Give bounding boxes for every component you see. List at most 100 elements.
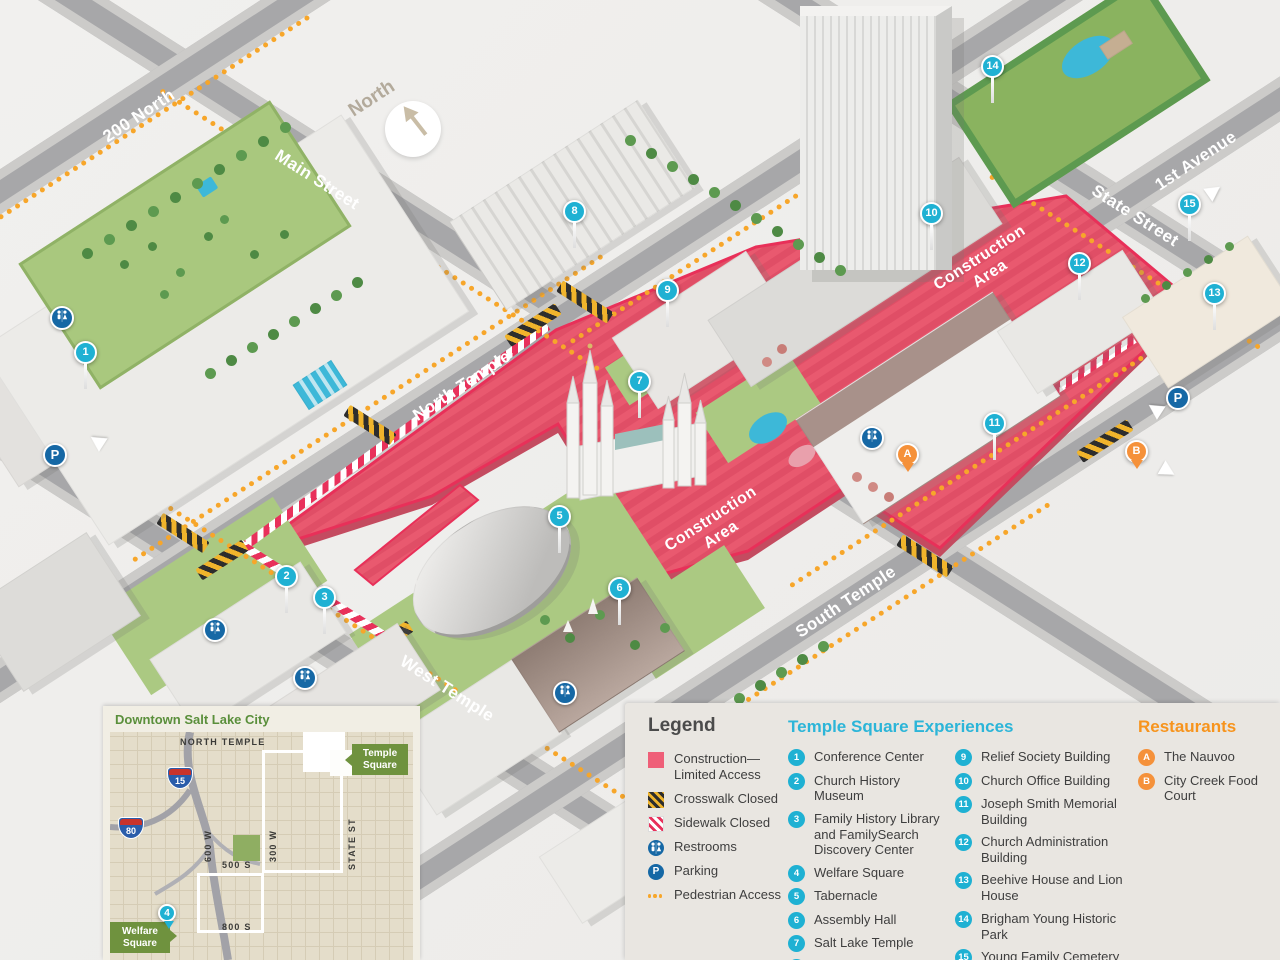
marker-B[interactable]: B (1125, 440, 1148, 469)
badge-2: 2 (788, 772, 805, 790)
restrooms-icon (553, 681, 577, 705)
legend-item-15: 15 Young Family Cemetery (955, 948, 1135, 960)
legend-label: Crosswalk Closed (674, 790, 779, 806)
badge-10: 10 (955, 772, 972, 790)
legend-item-8: 8Church History Library (788, 958, 953, 960)
tree-cluster (540, 615, 550, 625)
legend-item-sidewalk: Sidewalk Closed (648, 815, 783, 832)
marker-5[interactable]: 5 (548, 505, 571, 553)
legend-item-label: Young Family Cemetery (981, 948, 1120, 960)
inset-label-state-st: STATE ST (347, 818, 357, 870)
marker-6[interactable]: 6 (608, 577, 631, 625)
badge-6: 6 (788, 911, 805, 929)
parking-icon: P (648, 863, 664, 880)
badge-12: 12 (955, 834, 972, 852)
legend-item-A: A The Nauvoo (1138, 749, 1268, 766)
marker-15[interactable]: 15 (1178, 193, 1201, 241)
badge-5: 5 (788, 888, 805, 906)
restrooms-icon (293, 666, 317, 690)
legend-item-label: Beehive House and Lion House (981, 872, 1123, 904)
marker-14[interactable]: 14 (981, 55, 1004, 103)
badge-13: 13 (955, 872, 972, 890)
legend-item-label: Assembly Hall (814, 911, 897, 927)
badge-11: 11 (955, 796, 972, 813)
legend-label: Sidewalk Closed (674, 814, 771, 830)
inset-label-800s: 800 S (222, 922, 252, 932)
legend-item-label: Church History Museum (814, 772, 900, 804)
legend-item-6: 6 Assembly Hall (788, 911, 953, 929)
inset-callout-temple-square: Temple Square (345, 744, 408, 775)
badge-7: 7 (788, 935, 805, 953)
legend-item-label: Church History Library (814, 959, 943, 960)
legend-item-9: 9 Relief Society Building (955, 749, 1135, 766)
badge-B: B (1138, 772, 1155, 790)
marker-13[interactable]: 13 (1203, 282, 1226, 330)
marker-11[interactable]: 11 (983, 412, 1006, 460)
inset-park (233, 835, 260, 861)
marker-2[interactable]: 2 (275, 565, 298, 613)
legend-panel: Legend Temple Square Experiences Restaur… (625, 703, 1280, 960)
legend-item-label: Salt Lake Temple (814, 935, 914, 951)
legend-item-2: 2 Church History Museum (788, 772, 953, 805)
parking-icon: P (43, 443, 67, 467)
restaurants-title: Restaurants (1138, 717, 1237, 736)
legend-item-12: 12 Church Administration Building (955, 834, 1135, 866)
badge-15: 15 (955, 948, 972, 960)
tree-row (625, 135, 636, 146)
legend-label: Pedestrian Access (674, 886, 781, 902)
marker-9[interactable]: 9 (656, 279, 679, 327)
badge-8: 8 (788, 958, 805, 960)
tree-cluster-construction (852, 472, 862, 482)
legend-item-7: 7 Salt Lake Temple (788, 935, 953, 953)
legend-item-label: The Nauvoo (1164, 749, 1235, 764)
marker-A[interactable]: A (896, 443, 919, 472)
badge-A: A (1138, 749, 1155, 766)
tree-row (205, 368, 216, 379)
legend-label: Construction— (674, 751, 760, 766)
restrooms-icon (648, 839, 664, 856)
legend-title: Legend (648, 715, 716, 736)
experiences-title: Temple Square Experiences (788, 717, 1014, 736)
marker-7[interactable]: 7 (628, 370, 651, 418)
marker-10[interactable]: 10 (920, 202, 943, 250)
inset-callout-welfare-square: Welfare Square (110, 922, 177, 953)
legend-item-label: Welfare Square (814, 864, 905, 880)
sidewalk-closed-swatch (648, 815, 664, 832)
restrooms-icon (860, 426, 884, 450)
legend-item-pedestrian: Pedestrian Access (648, 887, 783, 904)
badge-4: 4 (788, 864, 805, 882)
badge-1: 1 (788, 749, 805, 766)
inset-route (262, 750, 343, 873)
legend-item-11: 11 Joseph Smith Memorial Building (955, 796, 1135, 828)
tree-row (280, 122, 291, 133)
restrooms-icon (50, 306, 74, 330)
marker-4[interactable]: 4 (158, 904, 176, 929)
legend-item-label: Joseph Smith Memorial Building (981, 796, 1117, 827)
legend-item-parking: P Parking (648, 863, 783, 880)
inset-route (197, 873, 264, 933)
marker-8[interactable]: 8 (563, 200, 586, 248)
marker-3[interactable]: 3 (313, 586, 336, 634)
tree-cluster (120, 260, 129, 269)
parking-icon: P (1166, 386, 1190, 410)
inset-label-300w: 300 W (268, 829, 278, 862)
inset-label-500s: 500 S (222, 860, 252, 870)
crosswalk-closed-swatch (648, 791, 664, 808)
marker-1[interactable]: 1 (74, 341, 97, 389)
legend-item-restrooms: Restrooms (648, 839, 783, 856)
legend-label: Parking (674, 862, 719, 878)
construction-swatch (648, 752, 664, 768)
badge-9: 9 (955, 749, 972, 766)
inset-title: Downtown Salt Lake City (115, 712, 270, 727)
marker-12[interactable]: 12 (1068, 252, 1091, 300)
legend-item-label: Relief Society Building (981, 749, 1111, 764)
legend-item-label: Church Administration Building (981, 834, 1109, 866)
badge-3: 3 (788, 810, 805, 828)
inset-map-panel: Downtown Salt Lake City NORTH TEMPLE 500… (103, 706, 420, 960)
